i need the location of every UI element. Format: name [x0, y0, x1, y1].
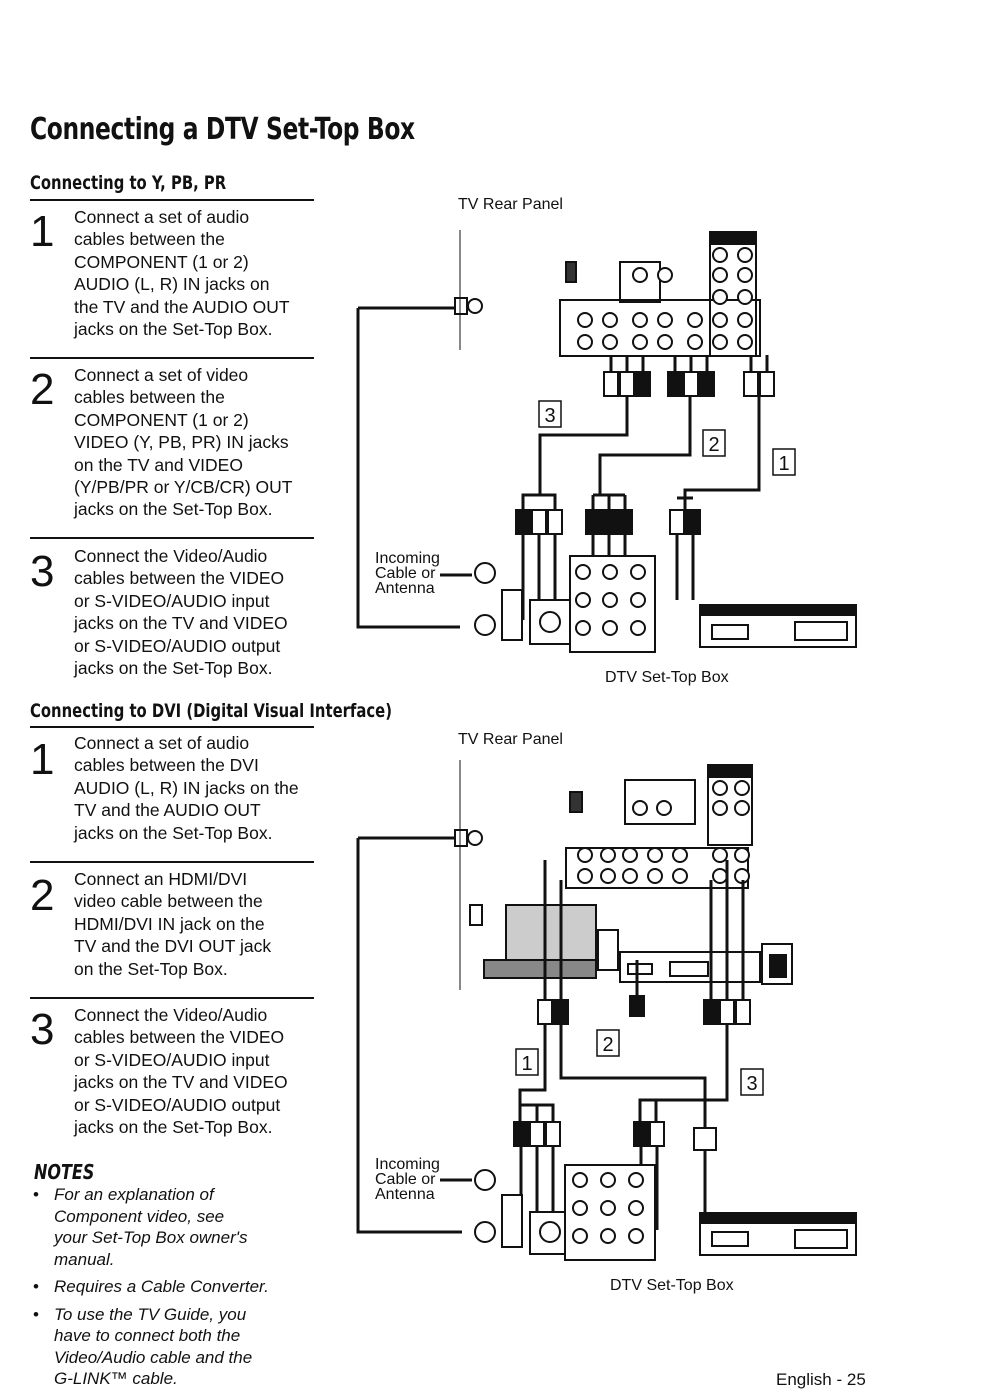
note-item: Requires a Cable Converter.: [30, 1276, 330, 1298]
section2-step2-text: Connect an HDMI/DVI video cable between …: [74, 869, 272, 979]
diagram2-box-label: DTV Set-Top Box: [610, 1277, 734, 1294]
notes-list: For an explanation of Component video, s…: [30, 1184, 330, 1396]
section2-step3-number: 3: [30, 1005, 55, 1054]
page-footer: English - 25: [776, 1370, 866, 1389]
diagram2-incoming-label: Incoming Cable or Antenna: [375, 1156, 440, 1203]
section1-step1-text: Connect a set of audio cables between th…: [74, 207, 290, 340]
notes-heading: NOTES: [34, 1160, 95, 1184]
diagram1-callout-3: 3: [544, 405, 555, 427]
section2-divider-2: [30, 997, 314, 999]
diagram2-callout-3: 3: [746, 1073, 757, 1095]
diagram2-callout-1: 1: [521, 1053, 532, 1075]
section1-step2-text: Connect a set of video cables between th…: [74, 365, 293, 520]
section1-heading: Connecting to Y, PB, PR: [30, 172, 227, 194]
note-item: To use the TV Guide, you have to connect…: [30, 1304, 330, 1390]
diagram2-tv-label: TV Rear Panel: [458, 731, 563, 748]
page-title: Connecting a DTV Set-Top Box: [30, 112, 415, 147]
diagram1-incoming-label: Incoming Cable or Antenna: [375, 550, 440, 597]
section1-step1-number: 1: [30, 207, 55, 256]
section2-step3-text: Connect the Video/Audio cables between t…: [74, 1005, 288, 1138]
section1-divider-2: [30, 537, 314, 539]
section1-divider-1: [30, 357, 314, 359]
note-item: For an explanation of Component video, s…: [30, 1184, 330, 1270]
section1-step3-number: 3: [30, 547, 55, 596]
diagram1-callout-1: 1: [778, 453, 789, 475]
section2-heading-rule: [30, 726, 314, 728]
section2-step1-number: 1: [30, 735, 55, 784]
diagram1-callout-2: 2: [708, 434, 719, 456]
diagram1-box-label: DTV Set-Top Box: [605, 669, 729, 686]
section2-heading: Connecting to DVI (Digital Visual Interf…: [30, 700, 392, 722]
diagram1-tv-label: TV Rear Panel: [458, 196, 563, 213]
section1-heading-rule: [30, 199, 314, 201]
diagram2-callout-2: 2: [602, 1034, 613, 1056]
section1-step2-number: 2: [30, 365, 55, 414]
section2-step1-text: Connect a set of audio cables between th…: [74, 733, 299, 843]
section2-divider-1: [30, 861, 314, 863]
section1-step3-text: Connect the Video/Audio cables between t…: [74, 546, 288, 679]
section2-step2-number: 2: [30, 871, 55, 920]
